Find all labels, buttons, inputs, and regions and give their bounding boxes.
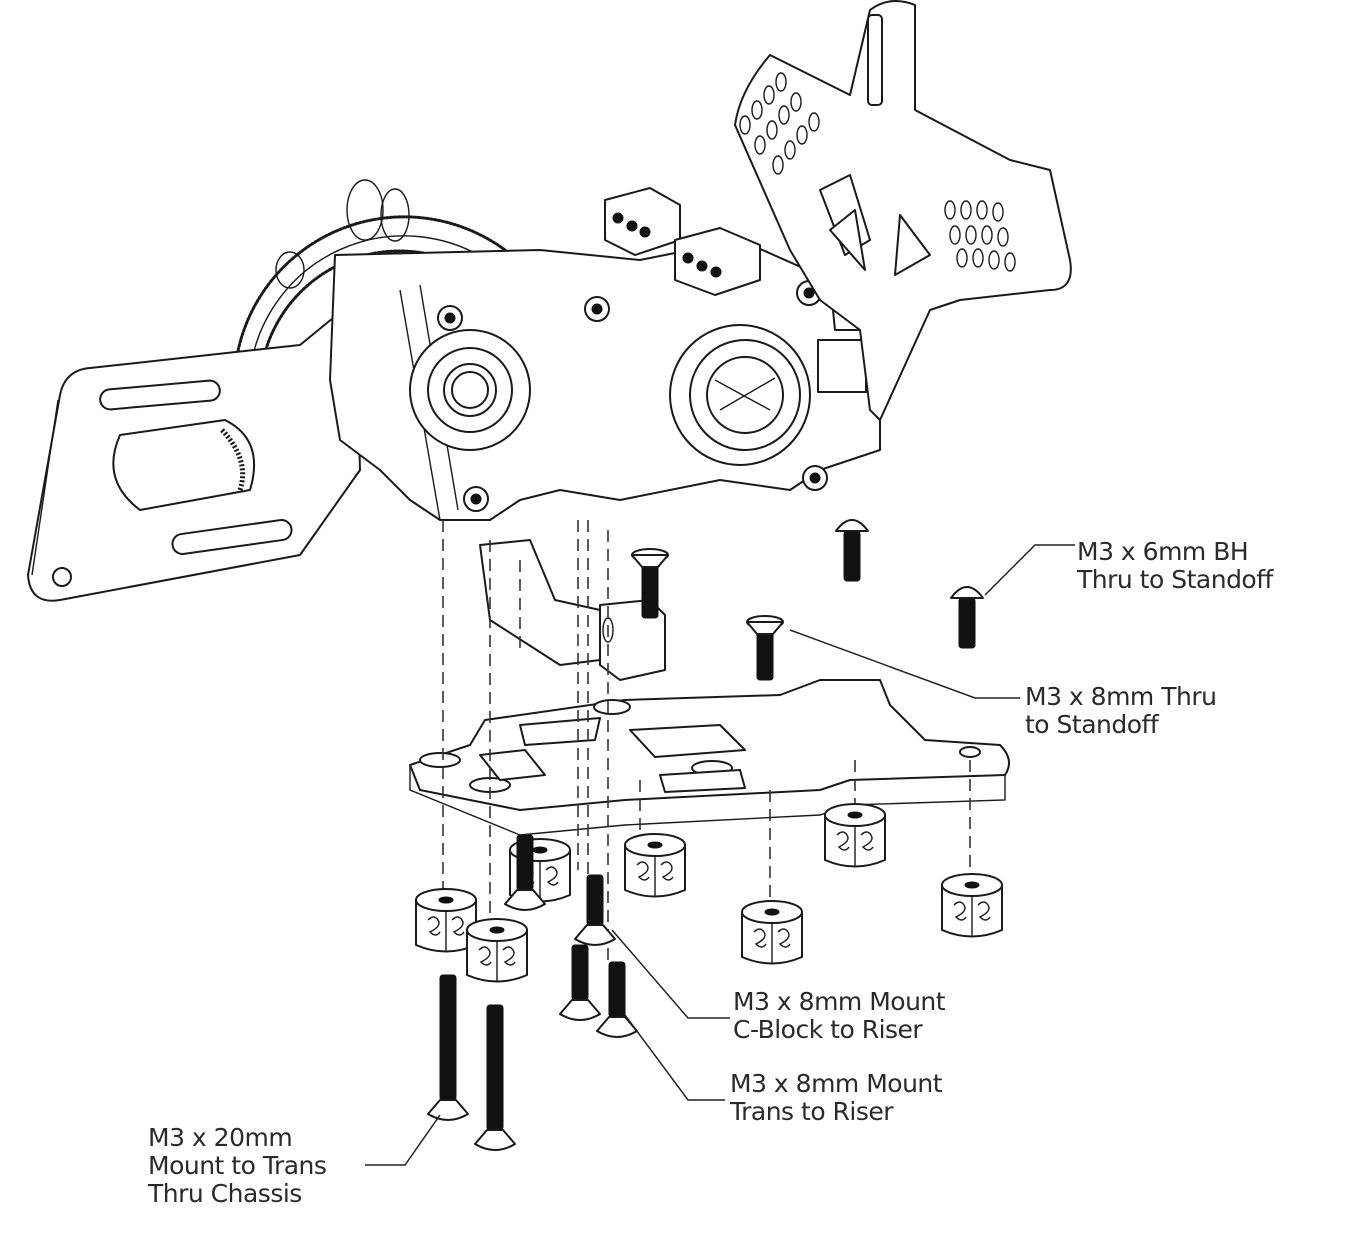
screw: [950, 586, 984, 649]
callout-m3x8-cblock: M3 x 8mm Mount C-Block to Riser: [733, 987, 946, 1044]
screw: [574, 874, 616, 946]
callout-m3x20: M3 x 20mm Mount to Trans Thru Chassis: [148, 1123, 327, 1208]
standoff: [824, 803, 886, 868]
standoff: [466, 918, 528, 983]
standoff: [741, 900, 803, 965]
callout-m3x8-trans: M3 x 8mm Mount Trans to Riser: [730, 1069, 943, 1126]
leader-lines: [365, 544, 1075, 1166]
screw: [746, 615, 784, 681]
transmission-case: [329, 187, 881, 521]
screw: [835, 519, 869, 582]
screw: [427, 974, 469, 1121]
shock-tower: [734, 0, 1072, 421]
screw: [559, 944, 601, 1021]
callout-m3x6-bh: M3 x 6mm BH Thru to Standoff: [1077, 537, 1273, 594]
standoff: [624, 833, 686, 898]
screw: [631, 548, 669, 619]
standoff: [941, 873, 1003, 938]
callout-m3x8-thru: M3 x 8mm Thru to Standoff: [1025, 682, 1217, 739]
motor-plate: [27, 299, 361, 602]
assembly-lines: [442, 520, 971, 960]
screws: [427, 519, 984, 1151]
screw: [596, 961, 638, 1038]
standoffs: [415, 803, 1003, 983]
riser-plate: [409, 679, 1010, 836]
screw: [474, 1004, 516, 1151]
c-block: [479, 539, 666, 681]
spur-gear: [233, 179, 507, 382]
screw: [504, 834, 546, 911]
